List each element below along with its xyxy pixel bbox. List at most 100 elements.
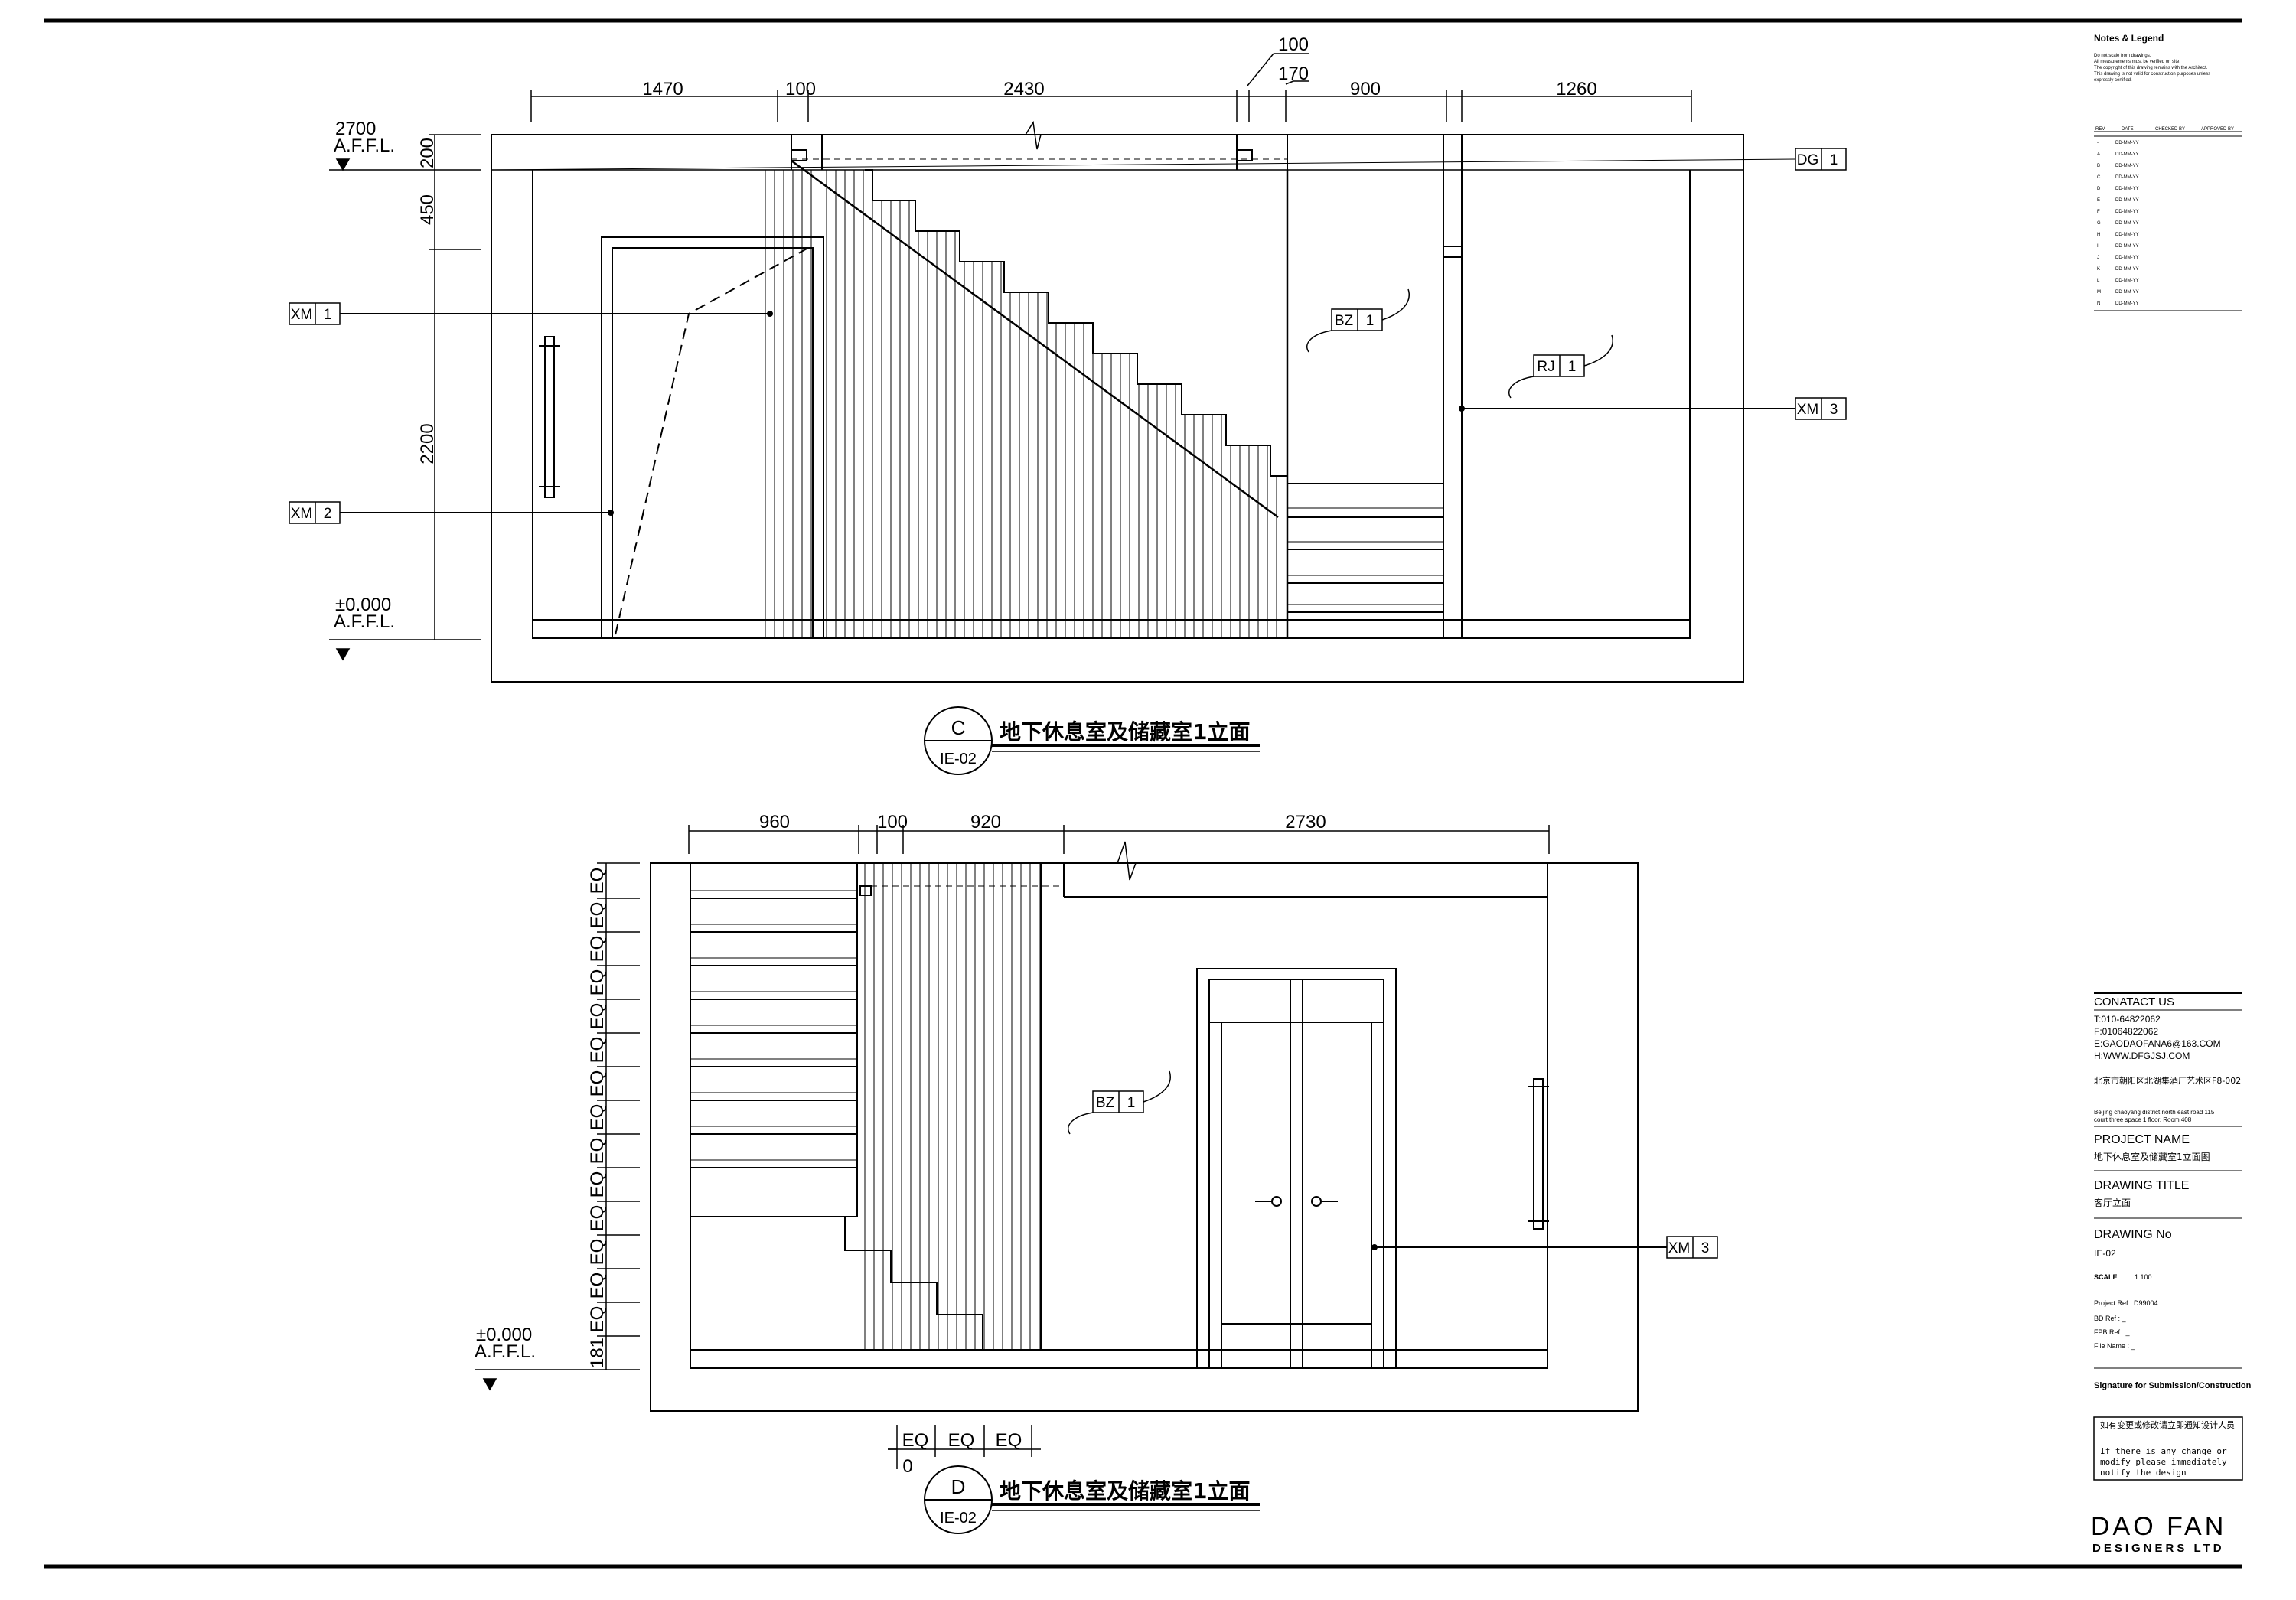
svg-text:1: 1 [324,307,332,323]
address-en-2: court three space 1 floor. Room 408 [2094,1116,2192,1123]
elevation-d-title: D IE-02 地下休息室及储藏室1立面 [924,1465,1260,1534]
tag-xm1-c: XM 1 [289,302,341,325]
stair-steps-c [865,169,1287,477]
rev-row-date: DD-MM-YY [2115,164,2139,168]
dim-d-eq-13: EQ [587,1273,608,1299]
title-block: Notes & Legend Do not scale from drawing… [2091,33,2252,1555]
svg-text:DG: DG [1797,152,1819,168]
elevation-d-floor-base [690,1349,1548,1369]
dim-d-eq-4: EQ [587,969,608,996]
dim-d-eq-7: EQ [587,1070,608,1097]
dim-d-960: 960 [759,812,790,833]
revision-table [2094,131,2242,311]
notice-en-2: modify please immediately [2100,1457,2227,1467]
rev-row-id: D [2097,187,2101,191]
tag-bz1-d: BZ 1 [1068,1070,1171,1135]
rev-row-id: G [2097,221,2101,226]
fpb-ref: FPB Ref : _ [2094,1328,2131,1336]
door-handle-c [544,336,555,498]
dim-d-bottom-eq-3: EQ [996,1430,1022,1451]
level-d-bottom-sub: A.F.F.L. [475,1341,536,1362]
elevation-d [650,862,1667,1412]
rev-row-date: DD-MM-YY [2115,244,2139,249]
rev-row-id: B [2097,164,2100,168]
title-d-sheet: IE-02 [940,1510,977,1527]
svg-text:DATE: DATE [2122,127,2134,132]
dim-d-2730: 2730 [1285,812,1326,833]
notes-title: Notes & Legend [2094,33,2164,44]
tag-bz1-c: BZ 1 [1306,288,1410,353]
contact-title: CONATACT US [2094,996,2174,1009]
dim-d-eq-12: EQ [587,1239,608,1266]
rev-row-id: J [2097,256,2099,260]
title-c-sheet: IE-02 [940,751,977,767]
dim-c-900: 900 [1350,79,1381,99]
dim-d-bottom-eq-1: EQ [902,1430,929,1451]
shelving-d [690,862,858,1217]
rev-row-date: DD-MM-YY [2115,267,2139,272]
rev-row-id: - [2097,141,2099,145]
contact-web: H:WWW.DFGJSJ.COM [2094,1051,2190,1061]
rev-row-id: F [2097,210,2100,214]
notice-box [2093,1416,2243,1481]
dim-d-bottom-zero: 0 [902,1456,912,1477]
stair-stringer-c [791,159,1279,519]
elevation-c-dim-top [530,53,1692,150]
svg-text:2: 2 [324,506,332,522]
elevation-c-title: C IE-02 地下休息室及储藏室1立面 [924,706,1260,775]
drawing-title: 客厅立面 [2094,1197,2131,1208]
double-door-frame [1196,968,1397,1369]
rev-row-date: DD-MM-YY [2115,152,2139,157]
title-d-text: 地下休息室及储藏室1立面 [1000,1478,1250,1504]
rev-row-id: N [2097,301,2100,306]
notes-line-5: expressly certified. [2094,78,2132,83]
rev-row-date: DD-MM-YY [2115,256,2139,260]
rev-row-date: DD-MM-YY [2115,221,2139,226]
tag-xm3-c: XM 3 [1795,397,1847,420]
logo-sub: DESIGNERS LTD [2092,1542,2225,1555]
notes-line-4: This drawing is not valid for constructi… [2094,72,2210,77]
dim-d-eq-10: EQ [587,1171,608,1198]
stair-steps-d [844,1217,1041,1351]
revision-table-headers: REV DATE CHECKED BY APPROVED BY [2095,127,2234,132]
address-en-1: Beijing chaoyang district north east roa… [2094,1109,2215,1116]
svg-text:REV: REV [2095,127,2105,132]
project-name: 地下休息室及储藏室1立面图 [2094,1151,2210,1162]
title-c-text: 地下休息室及储藏室1立面 [1000,719,1250,745]
contact-phone: T:010-64822062 [2094,1014,2161,1025]
drawing-title-label: DRAWING TITLE [2094,1179,2189,1192]
rev-row-id: E [2097,198,2100,203]
project-name-label: PROJECT NAME [2094,1133,2190,1146]
notes-line-1: Do not scale from drawings. [2094,54,2151,58]
title-d-letter: D [951,1475,966,1498]
tag-dg1-c: DG 1 [1795,148,1847,171]
dim-d-eq-6: EQ [587,1037,608,1064]
dim-d-eq-1: EQ [587,868,608,895]
signature-label: Signature for Submission/Construction [2094,1381,2252,1390]
rev-row-date: DD-MM-YY [2115,233,2139,237]
door-handle-d [1533,1078,1544,1230]
contact-email: E:GAODAOFANA6@163.COM [2094,1038,2221,1049]
notice-en-1: If there is any change or [2100,1446,2227,1456]
rev-row-date: DD-MM-YY [2115,175,2139,180]
dim-d-eq-11: EQ [587,1205,608,1232]
level-c-top-sub: A.F.F.L. [334,135,395,156]
rev-row-id: L [2097,279,2100,283]
dim-c-1470: 1470 [642,79,683,99]
scale-value: : 1:100 [2131,1273,2152,1281]
bd-ref: BD Ref : _ [2094,1315,2127,1322]
dim-c-450: 450 [417,194,438,225]
dim-d-100: 100 [877,812,908,833]
dim-d-eq-2: EQ [587,902,608,929]
dim-c-1260: 1260 [1556,79,1596,99]
tag-rj1-c: RJ 1 [1508,334,1613,399]
dim-c-100: 100 [785,79,816,99]
rev-row-date: DD-MM-YY [2115,141,2139,145]
rev-row-date: DD-MM-YY [2115,210,2139,214]
level-c-bottom: ±0.000 [335,595,391,615]
svg-text:1: 1 [1830,152,1838,168]
elevation-d-dim-top [688,825,1550,881]
dim-c-2200: 2200 [417,423,438,464]
svg-text:APPROVED BY: APPROVED BY [2201,127,2234,132]
